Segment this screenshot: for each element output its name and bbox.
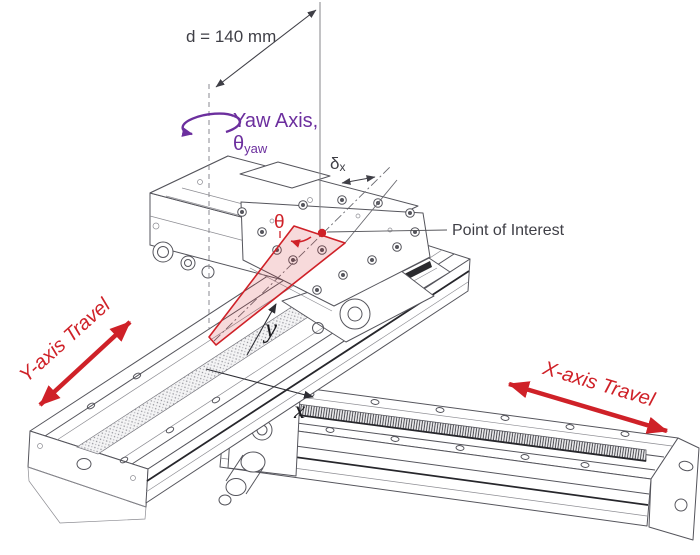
x-motor-body xyxy=(225,478,247,496)
point-of-interest-dot xyxy=(317,228,327,238)
plate-screw-holes xyxy=(237,195,420,295)
dimension-label: d = 140 mm xyxy=(186,27,276,46)
carriage-hole xyxy=(312,322,324,334)
top-rail-line-1 xyxy=(245,389,673,447)
y-coordinate-label: y xyxy=(262,313,277,343)
x-coordinate-arrow xyxy=(205,368,314,399)
y-coordinate-arrow xyxy=(246,303,277,356)
x-motor-flange xyxy=(240,451,266,473)
motor-box-screw-2 xyxy=(307,197,313,203)
screw-hole xyxy=(257,227,267,237)
connector-large-pin xyxy=(157,246,169,258)
x-travel-arrow xyxy=(507,381,669,434)
connector-large xyxy=(152,241,174,263)
carriage-boss xyxy=(339,298,371,330)
theta-angle-arrow xyxy=(290,236,312,248)
yaw-axis-label: Yaw Axis, xyxy=(233,110,318,132)
yaw-rotation-arrow-tail xyxy=(225,114,242,134)
y-rail-end-rim xyxy=(27,466,147,524)
x-motor-knob xyxy=(218,494,232,506)
screw-hole xyxy=(405,208,415,218)
y-travel-arrow xyxy=(38,320,132,407)
x-travel-label: X-axis Travel xyxy=(539,357,657,411)
end-face-hole xyxy=(76,458,92,470)
dowel-hole xyxy=(387,227,393,233)
x-leadscrew-shadow xyxy=(289,413,647,462)
carriage-boss-inner xyxy=(347,306,363,322)
poi-leader-line xyxy=(326,229,448,233)
yaw-error-wedge xyxy=(208,225,346,346)
screw-hole xyxy=(298,200,308,210)
dowel-hole xyxy=(269,218,275,224)
connector-mid xyxy=(180,255,196,271)
connector-small xyxy=(201,265,215,279)
endcap-slot xyxy=(678,460,694,472)
yaw-rotation-arrow xyxy=(181,112,235,137)
actual-line xyxy=(344,179,398,244)
screw-hole xyxy=(312,285,322,295)
motor-box-screw-1 xyxy=(197,179,203,185)
x-coordinate-label: x xyxy=(293,397,305,424)
dimension-arrow xyxy=(215,9,317,88)
screw-hole xyxy=(237,207,247,217)
top-plate-step xyxy=(249,267,333,312)
delta-x-label: δx xyxy=(330,154,345,174)
motor-box-panel xyxy=(239,161,331,189)
dowel-hole xyxy=(355,213,361,219)
theta-label: θ xyxy=(274,212,285,233)
connector-mid-pin xyxy=(184,259,192,267)
endcap-hole xyxy=(674,498,688,512)
end-face-screw xyxy=(37,443,43,449)
ideal-centerline xyxy=(213,166,391,342)
screw-hole xyxy=(410,227,420,237)
motor-box-screw-3 xyxy=(152,222,160,230)
screw-hole xyxy=(367,255,377,265)
y-travel-label: Y-axis Travel xyxy=(15,294,115,387)
delta-x-arrow xyxy=(341,175,376,185)
end-face-screw-2 xyxy=(130,475,136,481)
poi-label: Point of Interest xyxy=(452,222,565,239)
top-plate-face xyxy=(240,201,431,307)
yaw-theta-label: θyaw xyxy=(233,133,268,156)
screw-hole xyxy=(317,245,327,255)
screw-hole xyxy=(288,255,298,265)
y-carriage-block xyxy=(281,263,435,343)
screw-hole xyxy=(338,270,348,280)
y-front-groove xyxy=(145,281,469,493)
motor-body-line-2 xyxy=(245,467,264,495)
top-plate xyxy=(237,195,431,312)
screw-hole xyxy=(337,195,347,205)
motor-body-line-1 xyxy=(225,454,244,482)
screw-hole xyxy=(392,242,402,252)
x-stage-right-endcap xyxy=(648,437,700,541)
